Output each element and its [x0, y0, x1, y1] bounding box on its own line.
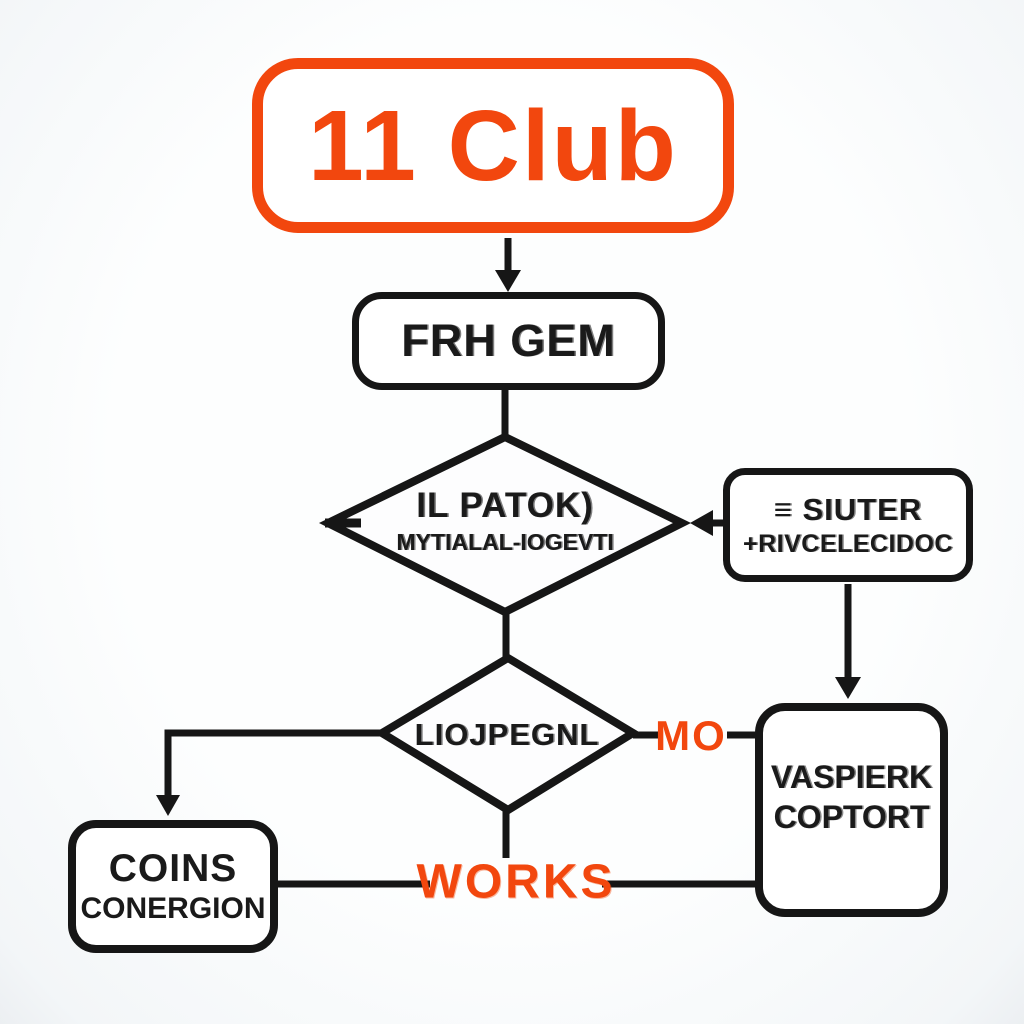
side-input-label-line2: +RIVCELECIDOC — [742, 529, 953, 558]
terminal-right-node: VASPIERK COPTORT — [755, 703, 948, 917]
terminal-left-label-line1: COINS — [108, 847, 238, 890]
side-input-node: ≡ SIUTER +RIVCELECIDOC — [723, 468, 973, 582]
edge-decision2-to-terminal-left — [164, 729, 382, 800]
arrowhead-title-to-process — [495, 270, 521, 292]
works-edge-label: WORKS — [416, 855, 616, 909]
decision2-label: LIOJPEGNL — [414, 717, 600, 752]
process-node: FRH GEM — [352, 292, 665, 390]
terminal-right-label-line1: VASPIERK — [770, 759, 933, 795]
arrowhead-side-to-decision1 — [690, 510, 713, 536]
no-edge-label: MO — [655, 712, 727, 759]
decision1-label: IL PATOK) MYTIALAL-IOGEVTI — [396, 486, 613, 556]
title-text: 11 Club — [308, 89, 678, 202]
terminal-right-label-line2: COPTORT — [773, 799, 930, 835]
arrowhead-decision2-to-terminal-left — [156, 795, 180, 816]
decision1-label-line2: MYTIALAL-IOGEVTI — [396, 529, 614, 555]
terminal-left-label-line2: CONERGION — [80, 892, 266, 925]
side-input-label-line1: ≡ SIUTER — [773, 491, 923, 527]
arrowhead-side-to-terminal-right — [835, 677, 861, 699]
process-node-label: FRH GEM — [401, 315, 616, 366]
decision1-label-line1: IL PATOK) — [416, 486, 594, 525]
title-node: 11 Club — [252, 58, 734, 233]
terminal-left-node: COINS CONERGION — [68, 820, 278, 953]
